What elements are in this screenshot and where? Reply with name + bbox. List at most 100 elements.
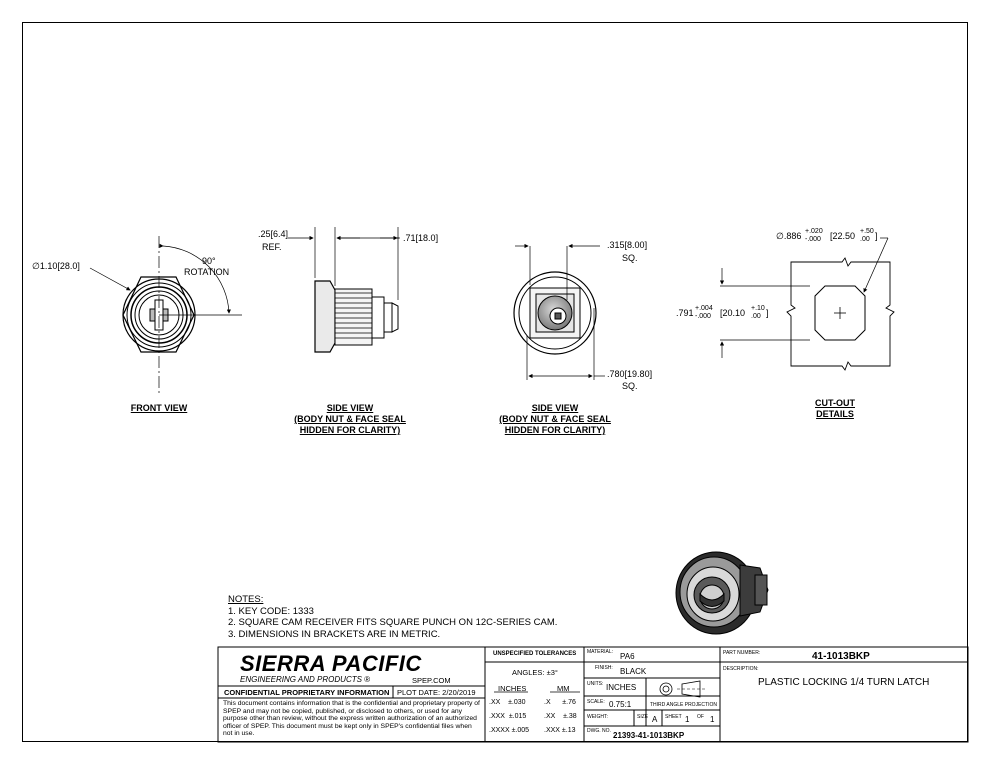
tol-cell: ±.13 (561, 727, 576, 734)
cutout-w: .886 (783, 231, 802, 241)
cutout-h-tol: +.004 -.000 (695, 305, 713, 321)
inches-header: INCHES (498, 684, 527, 693)
tolerances-header: UNSPECIFIED TOLERANCES (493, 651, 577, 657)
side2-bot-mm: 19.80 (627, 369, 650, 379)
side2-bottom-sq: SQ. (622, 381, 638, 391)
company-subtitle-text: ENGINEERING AND PRODUCTS (240, 675, 362, 684)
tol-row-1-mm: .X ±.76 (544, 699, 576, 706)
rotation-deg: 90° (202, 256, 216, 266)
side-view-1-geometry (288, 227, 400, 353)
tol-cell: .XXX (544, 727, 560, 734)
dwg-label: DWG. NO. (587, 728, 611, 734)
sheet-label: SHEET (665, 714, 682, 720)
part-number-label: PART NUMBER: (723, 650, 761, 656)
side-view-1-label: SIDE VIEW (BODY NUT & FACE SEAL HIDDEN F… (270, 403, 430, 436)
cutout-w-tol-plus: +.020 (805, 228, 823, 235)
tol-row-3-mm: .XXX ±.13 (544, 727, 575, 734)
projection-label: THIRD ANGLE PROJECTION (650, 702, 717, 708)
scale-value: 0.75:1 (609, 700, 632, 709)
description: PLASTIC LOCKING 1/4 TURN LATCH (758, 677, 930, 688)
cutout-h-mm: [20.10 (720, 308, 746, 318)
side2-bottom-dim: .780[19.80] (607, 369, 653, 379)
side2-label-line2: (BODY NUT & FACE SEAL (499, 414, 611, 424)
cutout-h-mm-value: 20.10 (722, 308, 746, 318)
cutout-h-tol-minus: -.000 (695, 313, 711, 320)
scale-label: SCALE: (587, 699, 605, 705)
cutout-h-mm-tol: +.10 .00 (751, 305, 765, 321)
tol-cell: ±.005 (511, 727, 530, 734)
cutout-h-mm-minus: .00 (751, 313, 761, 320)
cutout-w-mm-value: 22.50 (832, 231, 856, 241)
side1-d1: .25 (258, 229, 271, 239)
front-dia-value: 1.10 (39, 261, 58, 271)
side1-d2: .71 (403, 233, 416, 243)
description-label: DESCRIPTION: (723, 666, 759, 672)
material-value: PA6 (620, 652, 635, 661)
diameter-symbol: ∅ (776, 231, 784, 241)
note-item: 1. KEY CODE: 1333 (228, 605, 314, 617)
tol-row-2-in: .XXX ±.015 (489, 713, 526, 720)
side-view-2-geometry (513, 243, 605, 380)
side1-ref-dim: .25[6.4] (258, 229, 289, 239)
units-value: INCHES (606, 683, 637, 692)
diameter-symbol: ∅ (32, 261, 40, 271)
notes-header: NOTES: (228, 594, 264, 605)
tol-cell: ±.76 (562, 699, 576, 706)
sheet-value: 1 (685, 715, 690, 724)
website: SPEP.COM (412, 676, 451, 685)
side1-label-line3: HIDDEN FOR CLARITY) (299, 425, 401, 435)
tol-cell: ±.030 (508, 699, 526, 706)
cutout-height-dim: .791 (676, 308, 694, 318)
material-label: MATERIAL: (587, 649, 614, 655)
registered-icon: ® (364, 675, 371, 684)
mm-header: MM (557, 684, 570, 693)
part-number: 41-1013BKP (812, 651, 870, 662)
finish-value: BLACK (620, 667, 647, 676)
tol-cell: ±.38 (563, 713, 577, 720)
tol-row-1-in: .XX ±.030 (489, 699, 526, 706)
units-label: UNITS: (587, 681, 604, 687)
rotation-label: ROTATION (184, 267, 230, 277)
weight-label: WEIGHT: (587, 714, 608, 720)
side2-top-sq: SQ. (622, 253, 638, 263)
side2-top-mm: 8.00 (627, 240, 645, 250)
confidential-label: CONFIDENTIAL PROPRIETARY INFORMATION (224, 688, 390, 697)
cutout-geometry (719, 237, 895, 371)
side1-ref-label: REF. (262, 242, 282, 252)
cutout-label-line2: DETAILS (816, 409, 854, 419)
tol-cell: .XX (489, 699, 501, 706)
side2-top-dim: .315[8.00] (607, 240, 648, 250)
cutout-w-mm: [22.50 (830, 231, 856, 241)
notes: NOTES: 1. KEY CODE: 1333 2. SQUARE CAM R… (228, 594, 557, 640)
isometric-latch-image (675, 551, 769, 635)
tol-row-2-mm: .XX ±.38 (544, 713, 577, 720)
side1-label-line1: SIDE VIEW (326, 403, 374, 413)
cutout-h-bracket: ] (766, 308, 769, 318)
of-value: 1 (710, 715, 715, 724)
cutout-w-tol-minus: -.000 (805, 236, 821, 243)
side1-length-dim: .71[18.0] (403, 233, 439, 243)
cutout-label: CUT-OUT DETAILS (790, 398, 880, 420)
cutout-h-tol-plus: +.004 (695, 305, 713, 312)
side-view-2-label: SIDE VIEW (BODY NUT & FACE SEAL HIDDEN F… (475, 403, 635, 436)
side1-d1-mm: 6.4 (273, 229, 286, 239)
front-dia-mm: 28.0 (59, 261, 78, 271)
angles-tolerance: ANGLES: ±3° (512, 668, 558, 677)
side2-label-line1: SIDE VIEW (531, 403, 579, 413)
note-item: 3. DIMENSIONS IN BRACKETS ARE IN METRIC. (228, 628, 441, 640)
plot-date: PLOT DATE: 2/20/2019 (397, 688, 476, 697)
cutout-w-mm-minus: .00 (860, 236, 870, 243)
company-subtitle: ENGINEERING AND PRODUCTS ® (240, 676, 370, 684)
disclaimer: This document contains information that … (223, 700, 480, 738)
side2-top-value: .315 (607, 240, 625, 250)
tol-cell: .XXX (489, 713, 505, 720)
of-label: OF (697, 714, 704, 720)
finish-label: FINISH: (595, 665, 613, 671)
side1-label-line2: (BODY NUT & FACE SEAL (294, 414, 406, 424)
tol-cell: .XX (544, 713, 556, 720)
note-item: 2. SQUARE CAM RECEIVER FITS SQUARE PUNCH… (228, 617, 558, 628)
title-block-lines (217, 646, 969, 743)
side2-bot-value: .780 (607, 369, 625, 379)
side2-label-line3: HIDDEN FOR CLARITY) (504, 425, 606, 435)
